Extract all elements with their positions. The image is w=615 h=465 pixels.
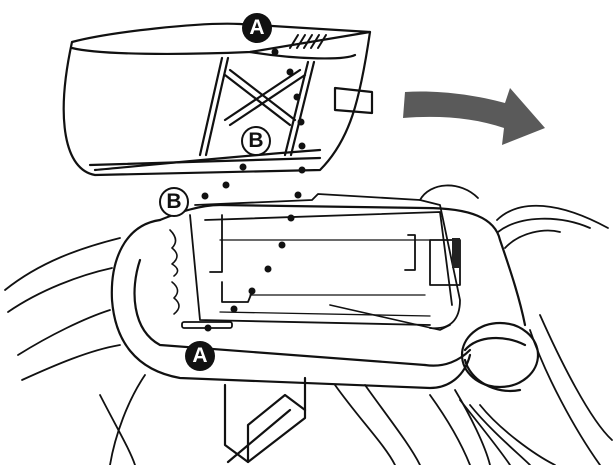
label-text: B xyxy=(248,129,264,152)
label-a-bottom: A xyxy=(185,341,215,371)
label-b-compartment: B xyxy=(159,187,189,217)
background-lines xyxy=(4,184,613,465)
label-a-top: A xyxy=(242,13,272,43)
label-b-cover: B xyxy=(241,126,271,156)
alignment-dots xyxy=(201,48,306,332)
mount-bracket xyxy=(223,376,307,464)
device-body xyxy=(110,203,540,393)
battery-compartment xyxy=(169,193,461,331)
label-text: B xyxy=(166,190,182,213)
battery-cover xyxy=(62,22,374,177)
direction-arrow-icon xyxy=(403,88,545,145)
label-text: A xyxy=(192,344,208,367)
label-text: A xyxy=(249,16,265,39)
